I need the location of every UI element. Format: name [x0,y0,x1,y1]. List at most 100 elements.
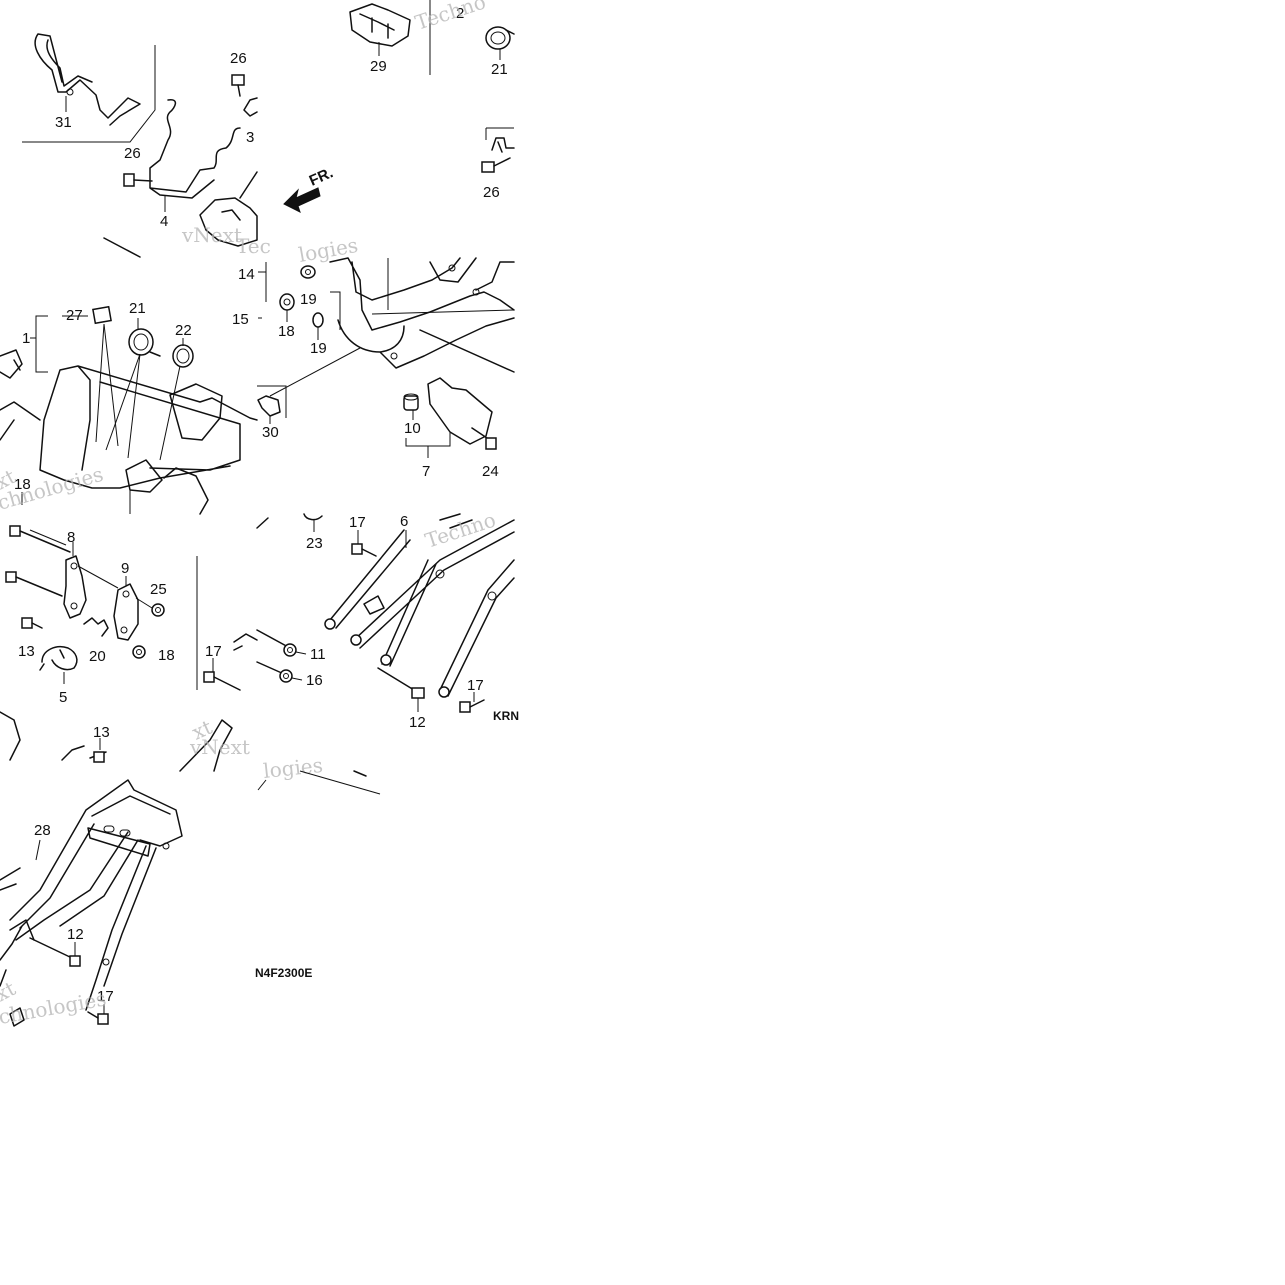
callout-8: 8 [67,529,75,546]
clip-20 [83,617,109,637]
callout-13: 13 [93,724,110,741]
pad-27 [92,305,112,325]
callout-5: 5 [59,689,67,706]
callout-30: 30 [262,424,279,441]
callout-3: 3 [246,129,254,146]
frame-lower-fragment [0,711,107,761]
bolt-13-lower [93,751,105,763]
bolt-17-bottom [459,699,485,713]
bolt-24 [471,427,497,450]
nut-18 [132,645,146,659]
frame-hole [472,288,480,296]
callout-25: 25 [150,581,167,598]
bolt-13 [21,617,43,629]
bracket-hole [66,88,74,96]
leader-22 [159,365,181,461]
leader-11 [295,651,307,655]
frame-fragment [256,517,269,529]
leader-28 [35,839,41,861]
rear-frame-28 [0,779,183,1011]
callout-12: 12 [409,714,426,731]
callout-24: 24 [482,463,499,480]
wire-bracket-31 [34,33,141,126]
callout-27: 27 [66,307,83,324]
callout-19: 19 [310,340,327,357]
plate-8 [63,555,87,619]
watermark-text: vNext [181,223,242,247]
callout-29: 29 [370,58,387,75]
leader-25 [135,597,153,609]
subframe-hole [435,569,445,579]
leader-16 [291,677,303,681]
through-bolt [419,329,515,373]
tile-lower-right: 23 17 6 11 16 12 17 KRN Techno logies [256,507,519,783]
subframe-plate [363,595,385,615]
callout-19: 19 [300,291,317,308]
frame-edge [239,171,258,199]
bolt-12 [377,667,425,699]
callout-14: 14 [238,266,255,283]
callout-4: 4 [160,213,168,230]
frame-slot [119,829,131,837]
frame-fragment [257,779,267,791]
diagram-code: N4F2300E [255,966,312,980]
tile-bottom-left: 28 12 17 xt chnologies [0,779,183,1029]
plate-hole [122,590,130,598]
frame-side-mount [0,349,23,379]
callout-15: 15 [232,311,249,328]
callout-23: 23 [306,535,323,552]
callout-28: 28 [34,822,51,839]
clamp-5 [39,646,78,671]
frame-fragment [353,770,367,777]
inset-frame-30 [257,385,287,418]
plate-hole [120,626,128,634]
callout-9: 9 [121,560,129,577]
leader-21 [127,353,141,459]
callout-17: 17 [97,988,114,1005]
nut-16 [279,669,293,683]
callout-10: 10 [404,420,421,437]
subframe-eye [438,686,450,698]
bracket-fragment [491,137,515,153]
bolt-26-top [231,74,245,97]
callout-2: 2 [456,5,464,22]
bracket-19 [330,291,341,330]
frame-hole [102,958,110,966]
callout-7: 7 [422,463,430,480]
fragment-23 [303,513,323,521]
subframe-eye [350,634,362,646]
tile-mid-left: 27 21 22 1 18 xt chnologies [0,300,258,515]
frame-edge [103,237,141,258]
callout-12: 12 [67,926,84,943]
watermark-text: Tec [236,234,271,258]
frame-hole [448,264,456,272]
collar-10 [403,393,419,411]
leader-21 [105,353,141,451]
tile-top-left: 31 26 26 4 3 vNext Tec [22,33,271,258]
plate-7 [427,377,493,445]
watermark-text: vNext [189,735,250,759]
callout-17: 17 [349,514,366,531]
callout-18: 18 [158,647,175,664]
front-direction-arrow [283,187,321,213]
holder-fragment [199,197,258,247]
callout-21: 21 [129,300,146,317]
leader-30 [269,347,361,397]
clip-30 [257,395,281,417]
inset-frame-31 [22,45,156,143]
leader-27 [95,323,105,443]
clamp-21 [485,26,515,50]
callout-bracket-1 [35,315,48,373]
bolt-shank [256,629,291,649]
frame-gusset [169,383,223,441]
subframe-hole [487,591,497,601]
leader-27 [103,323,119,447]
frame-fragment [179,633,258,772]
callout-13: 13 [18,643,35,660]
bolt-26-right [481,157,511,173]
frame-lower [0,401,209,515]
clamp-22 [172,344,194,368]
bolt-26-left [123,173,153,187]
nut-25 [151,603,165,617]
callout-11: 11 [310,646,326,663]
